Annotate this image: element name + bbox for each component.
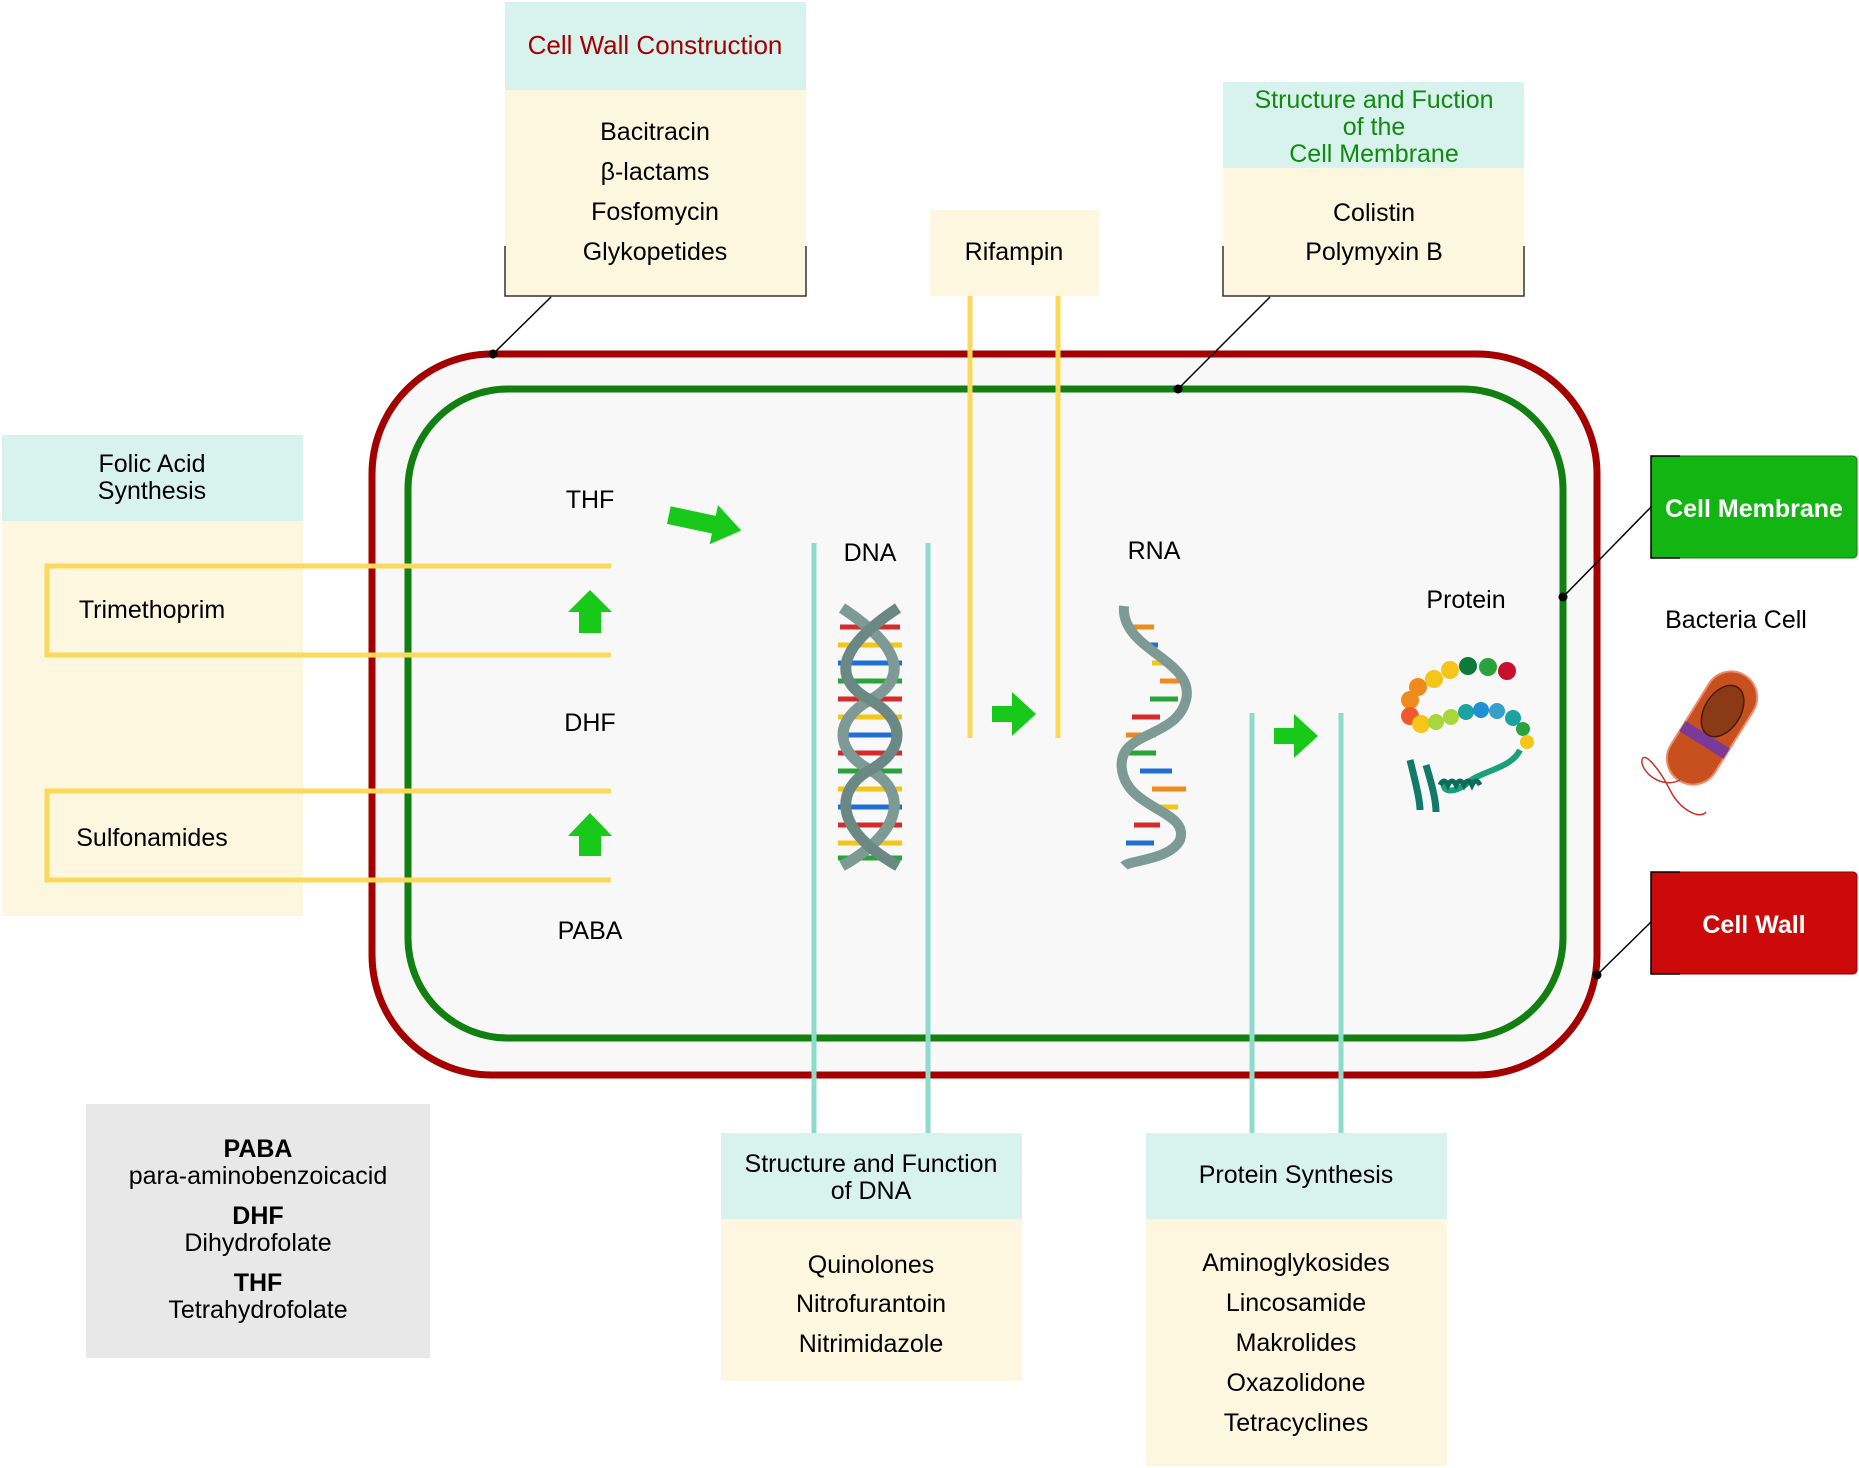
dna-box-title-line: of DNA (831, 1177, 912, 1205)
cell-wall-legend: Cell Wall (1650, 871, 1858, 975)
folic-title-line: Folic Acid (99, 450, 206, 478)
protein-drug-item: Tetracyclines (1224, 1409, 1369, 1437)
right-arrow-icon (1274, 714, 1318, 758)
dna-drug-item: Quinolones (808, 1251, 934, 1279)
dna-drug-item: Nitrofurantoin (796, 1290, 946, 1318)
abbr-definition: Dihydrofolate (184, 1229, 331, 1257)
cell-wall-construction-box: Cell Wall Construction Bacitracin β-lact… (504, 2, 807, 297)
cell-wall-connector (488, 296, 552, 359)
sulfonamides-label: Sulfonamides (76, 824, 227, 852)
sulfonamides-bracket (44, 788, 611, 883)
up-arrow-icon (568, 813, 612, 856)
protein-box-title: Protein Synthesis (1199, 1161, 1394, 1189)
cell-membrane-function-box: Structure and Fuction of the Cell Membra… (1222, 82, 1525, 297)
dna-box-title-line: Structure and Function (745, 1150, 998, 1178)
folic-title-line: Synthesis (98, 477, 206, 505)
membrane-title-line: Cell Membrane (1289, 140, 1459, 168)
rifampin-label: Rifampin (965, 238, 1064, 266)
protein-chain-icon (1401, 657, 1534, 813)
right-arrow-icon (666, 505, 742, 545)
cell-wall-drug-item: β-lactams (601, 158, 710, 186)
cell-wall-drug-item: Fosfomycin (591, 198, 719, 226)
cell-wall-construction-title: Cell Wall Construction (528, 30, 783, 60)
abbr-definition: para-aminobenzoicacid (129, 1162, 387, 1190)
bacteria-cell-label: Bacteria Cell (1665, 606, 1807, 634)
trimethoprim-label: Trimethoprim (79, 596, 225, 624)
abbr-term: PABA (224, 1135, 293, 1163)
cell-wall-drug-item: Glykopetides (583, 238, 728, 266)
protein-drug-item: Aminoglykosides (1202, 1249, 1390, 1277)
membrane-drug-item: Polymyxin B (1305, 238, 1443, 266)
cell-membrane-outline (404, 385, 1567, 1042)
cell-membrane-legend-connector (1558, 506, 1652, 602)
rifampin-box: Rifampin (930, 210, 1099, 296)
cell-wall-legend-label: Cell Wall (1702, 911, 1805, 939)
right-arrow-icon (992, 692, 1036, 736)
cell-wall-drug-item: Bacitracin (600, 118, 710, 146)
cell-membrane-legend: Cell Membrane (1650, 455, 1858, 559)
membrane-drug-item: Colistin (1333, 199, 1415, 227)
dna-helix-icon (837, 603, 903, 871)
rna-strand-icon (1116, 605, 1192, 871)
folic-acid-synthesis-box: Folic Acid Synthesis Trimethoprim Sulfon… (2, 435, 303, 916)
cell-membrane-connector (1173, 296, 1271, 394)
dna-label: DNA (844, 539, 897, 567)
bacteria-cell-icon (1641, 670, 1759, 816)
paba-label: PABA (558, 917, 623, 945)
protein-label: Protein (1426, 586, 1505, 614)
up-arrow-icon (568, 590, 612, 633)
trimethoprim-bracket (44, 563, 611, 658)
protein-drug-item: Oxazolidone (1227, 1369, 1366, 1397)
membrane-title-line: Structure and Fuction (1254, 86, 1493, 114)
protein-drug-item: Lincosamide (1226, 1289, 1366, 1317)
membrane-title-line: of the (1343, 113, 1406, 141)
dna-function-box: Structure and Function of DNA Quinolones… (721, 1133, 1022, 1381)
dhf-label: DHF (564, 709, 615, 737)
abbr-term: DHF (232, 1202, 283, 1230)
dna-drug-item: Nitrimidazole (799, 1330, 943, 1358)
rna-label: RNA (1128, 537, 1181, 565)
cell-wall-legend-connector (1592, 921, 1652, 980)
abbr-term: THF (234, 1269, 283, 1297)
abbreviation-legend-box: PABA para-aminobenzoicacid DHF Dihydrofo… (86, 1104, 430, 1358)
protein-drug-item: Makrolides (1236, 1329, 1357, 1357)
thf-label: THF (566, 486, 615, 514)
protein-synthesis-box: Protein Synthesis Aminoglykosides Lincos… (1146, 1133, 1447, 1466)
abbr-definition: Tetrahydrofolate (168, 1296, 347, 1324)
cell-membrane-legend-label: Cell Membrane (1665, 495, 1843, 523)
